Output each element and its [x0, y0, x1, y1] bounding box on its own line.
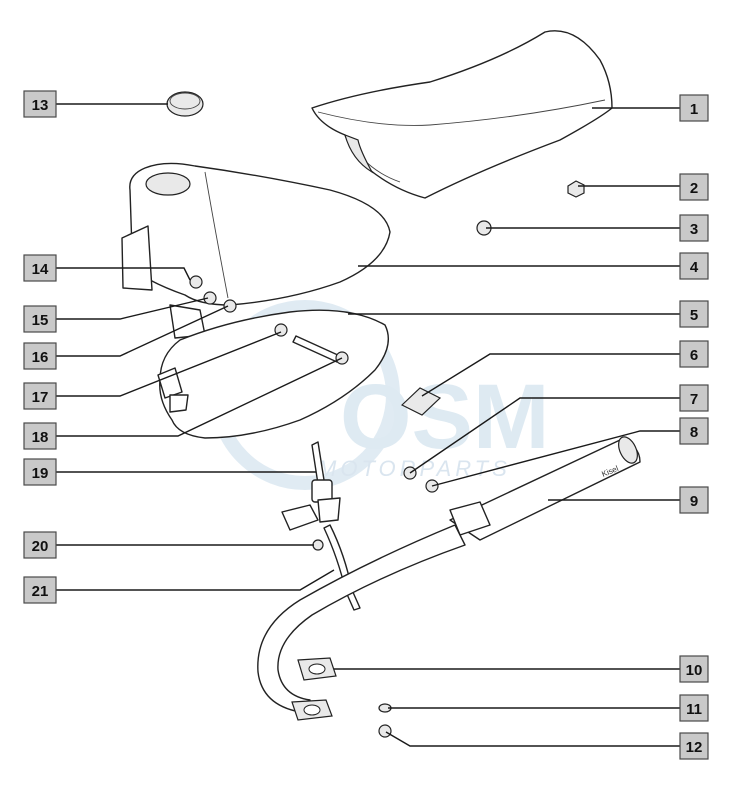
callout-19: 19	[23, 458, 57, 486]
leader-15	[56, 297, 209, 320]
callout-5: 5	[679, 300, 709, 328]
leader-21	[56, 569, 335, 591]
callout-10: 10	[679, 655, 709, 683]
leader-17	[56, 331, 282, 397]
svg-text:21: 21	[32, 583, 49, 600]
svg-text:3: 3	[690, 221, 698, 238]
bolt-part-2	[567, 180, 585, 198]
callout-7: 7	[679, 384, 709, 412]
callout-13: 13	[23, 90, 57, 118]
svg-text:17: 17	[32, 389, 49, 406]
callout-2: 2	[679, 173, 709, 201]
callout-8: 8	[679, 417, 709, 445]
svg-text:15: 15	[32, 312, 49, 329]
callout-15: 15	[23, 305, 57, 333]
callout-4: 4	[679, 252, 709, 280]
callout-20: 20	[23, 531, 57, 559]
svg-text:6: 6	[690, 347, 698, 364]
svg-text:1: 1	[690, 101, 698, 118]
svg-text:8: 8	[690, 424, 698, 441]
svg-text:16: 16	[32, 349, 49, 366]
leader-7	[409, 397, 680, 474]
svg-text:5: 5	[690, 307, 698, 324]
fuel-tank-part	[121, 162, 391, 339]
svg-text:14: 14	[32, 261, 49, 278]
svg-text:9: 9	[690, 493, 698, 510]
tank-bracket-part	[157, 309, 389, 439]
leader-6	[421, 353, 680, 397]
svg-text:19: 19	[32, 465, 49, 482]
callout-1: 1	[679, 94, 709, 122]
callout-17: 17	[23, 382, 57, 410]
svg-text:7: 7	[690, 391, 698, 408]
pad-part	[400, 387, 442, 416]
callout-6: 6	[679, 340, 709, 368]
tank-cap-part	[166, 91, 204, 117]
svg-text:12: 12	[686, 739, 703, 756]
callout-16: 16	[23, 342, 57, 370]
callouts: 1 2 3 4 5 6 7 8	[23, 90, 709, 760]
gasket-part-10	[297, 657, 337, 681]
fuel-tap-part	[281, 441, 341, 531]
leader-8	[431, 430, 680, 487]
callout-18: 18	[23, 422, 57, 450]
svg-text:11: 11	[686, 701, 702, 718]
leader-18	[56, 357, 343, 437]
leader-14	[56, 267, 191, 281]
clip-part	[312, 539, 324, 551]
leader-12	[385, 731, 680, 747]
callout-21: 21	[23, 576, 57, 604]
callout-11: 11	[679, 694, 709, 722]
svg-text:4: 4	[690, 259, 699, 276]
svg-text:10: 10	[686, 662, 703, 679]
leader-16	[56, 305, 229, 357]
callout-12: 12	[679, 732, 709, 760]
svg-text:13: 13	[32, 97, 49, 114]
callout-14: 14	[23, 254, 57, 282]
nut-part-12	[378, 724, 392, 738]
callout-3: 3	[679, 214, 709, 242]
exhaust-flange-part	[291, 699, 333, 721]
svg-text:2: 2	[690, 180, 698, 197]
callout-9: 9	[679, 486, 709, 514]
svg-text:18: 18	[32, 429, 49, 446]
svg-text:20: 20	[32, 538, 49, 555]
leader-lines	[56, 103, 680, 747]
seat-part	[311, 30, 613, 199]
watermark-brand: OSM	[340, 366, 550, 468]
